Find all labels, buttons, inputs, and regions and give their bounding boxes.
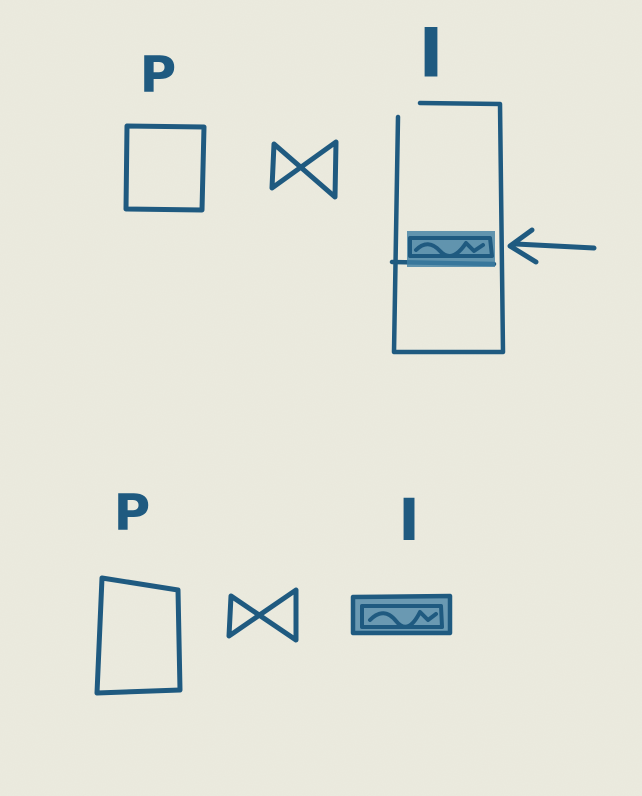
upper-bowtie-valve-icon: [269, 139, 339, 200]
upper-left-label: P: [140, 46, 177, 104]
upper-arrow-icon: [507, 227, 597, 265]
lower-left-box: [94, 575, 183, 696]
lower-bowtie-valve-icon: [226, 587, 299, 643]
upper-scribble-content: [408, 236, 494, 258]
upper-right-tall-box: [391, 100, 506, 355]
upper-diagram: P I: [123, 15, 597, 355]
lower-compressed-box-outline: [350, 593, 453, 636]
lower-scribble-content: [360, 604, 444, 629]
upper-right-label: I: [418, 15, 443, 94]
lower-diagram: P I: [94, 484, 453, 696]
lower-right-label: I: [398, 486, 420, 554]
lower-left-label: P: [114, 484, 151, 542]
upper-left-box: [123, 123, 207, 213]
